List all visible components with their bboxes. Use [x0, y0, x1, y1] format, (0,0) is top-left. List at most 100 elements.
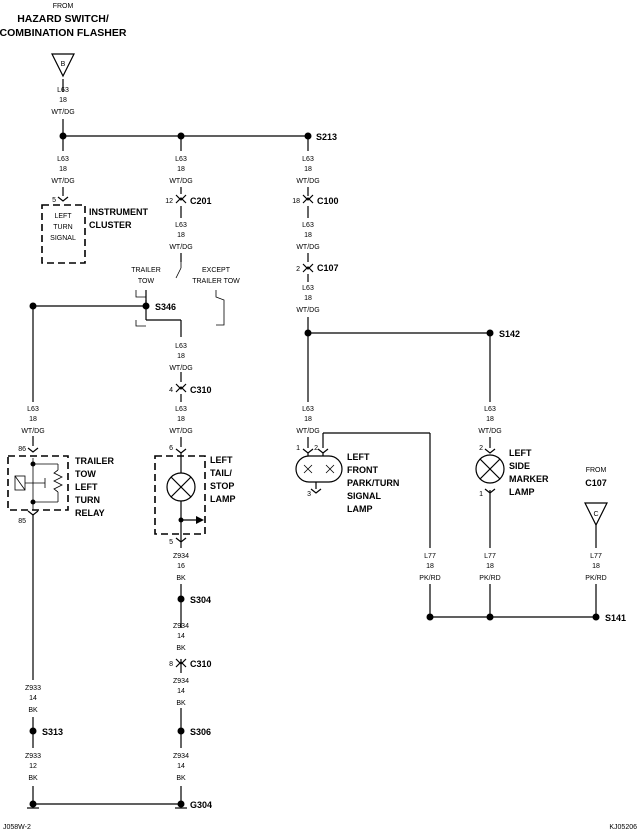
svg-text:Z933: Z933	[25, 753, 41, 760]
svg-text:18: 18	[59, 97, 67, 104]
from-source-line1: HAZARD SWITCH/	[17, 13, 109, 25]
from-label: FROM	[53, 3, 74, 10]
tail-label-2: TAIL/	[210, 468, 232, 478]
svg-text:L63: L63	[57, 87, 69, 94]
svg-text:BK: BK	[176, 575, 186, 582]
svg-text:18: 18	[486, 416, 494, 423]
svg-text:L63: L63	[175, 156, 187, 163]
svg-text:L63: L63	[175, 406, 187, 413]
svg-text:L63: L63	[57, 156, 69, 163]
svg-text:18: 18	[486, 563, 494, 570]
splice-s142: S142	[499, 329, 520, 339]
cluster-label-2: CLUSTER	[89, 220, 132, 230]
connector-c310-lower: C310	[190, 659, 212, 669]
svg-text:8: 8	[169, 661, 173, 668]
park-label-4: SIGNAL	[347, 491, 382, 501]
svg-text:14: 14	[177, 763, 185, 770]
svg-text:WT/DG: WT/DG	[21, 428, 44, 435]
cluster-inner-3: SIGNAL	[50, 235, 76, 242]
connector-c107: C107	[317, 263, 339, 273]
park-lamp-bulb	[295, 453, 343, 489]
svg-text:2: 2	[479, 445, 483, 452]
side-label-3: MARKER	[509, 474, 549, 484]
from-connector-b	[51, 53, 75, 78]
cluster-label-1: INSTRUMENT	[89, 207, 148, 217]
svg-text:Z933: Z933	[25, 685, 41, 692]
svg-text:18: 18	[592, 563, 600, 570]
svg-text:18: 18	[304, 295, 312, 302]
ground-g304: G304	[190, 800, 212, 810]
svg-text:PK/RD: PK/RD	[479, 575, 500, 582]
relay-internals	[14, 458, 63, 510]
svg-text:L77: L77	[590, 553, 602, 560]
splice-s306: S306	[190, 727, 211, 737]
svg-text:WT/DG: WT/DG	[296, 307, 319, 314]
tail-lamp-box	[154, 455, 206, 535]
svg-text:WT/DG: WT/DG	[169, 178, 192, 185]
side-marker-bulb	[475, 454, 505, 484]
option-braces	[135, 262, 225, 327]
tail-lamp-bulb	[166, 453, 204, 538]
footer-right: KJ05206	[609, 824, 637, 831]
trailer-tow-label-1: TRAILER	[131, 267, 161, 274]
from-c107-name: C107	[585, 478, 607, 488]
park-label-5: LAMP	[347, 504, 373, 514]
svg-text:18: 18	[304, 416, 312, 423]
relay-label-3: LEFT	[75, 482, 98, 492]
svg-text:BK: BK	[28, 707, 38, 714]
from-connector-c	[584, 502, 608, 527]
pin-numbers: 5 12 18 2 4 86 85 6 5 1 2 3 2 1 8	[18, 197, 483, 668]
side-label-4: LAMP	[509, 487, 535, 497]
splice-dots	[29, 132, 600, 808]
svg-text:18: 18	[304, 232, 312, 239]
svg-text:18: 18	[177, 416, 185, 423]
from-source-line2: COMBINATION FLASHER	[0, 27, 127, 39]
svg-text:5: 5	[52, 197, 56, 204]
svg-text:WT/DG: WT/DG	[478, 428, 501, 435]
svg-text:3: 3	[307, 491, 311, 498]
park-label-1: LEFT	[347, 452, 370, 462]
splice-s346: S346	[155, 302, 176, 312]
svg-text:WT/DG: WT/DG	[51, 178, 74, 185]
svg-text:PK/RD: PK/RD	[585, 575, 606, 582]
svg-text:L63: L63	[175, 343, 187, 350]
svg-text:18: 18	[59, 166, 67, 173]
cluster-inner-1: LEFT	[54, 213, 72, 220]
connector-c201: C201	[190, 196, 212, 206]
svg-text:Z934: Z934	[173, 623, 189, 630]
svg-text:BK: BK	[176, 775, 186, 782]
svg-text:18: 18	[426, 563, 434, 570]
svg-text:WT/DG: WT/DG	[169, 244, 192, 251]
relay-label-5: RELAY	[75, 508, 105, 518]
svg-text:18: 18	[304, 166, 312, 173]
relay-label-4: TURN	[75, 495, 100, 505]
connector-c100: C100	[317, 196, 339, 206]
relay-box	[7, 455, 69, 511]
tail-label-3: STOP	[210, 481, 234, 491]
svg-text:1: 1	[296, 445, 300, 452]
tail-label-1: LEFT	[210, 455, 233, 465]
svg-text:WT/DG: WT/DG	[51, 109, 74, 116]
svg-text:BK: BK	[176, 700, 186, 707]
svg-text:14: 14	[29, 695, 37, 702]
park-label-3: PARK/TURN	[347, 478, 399, 488]
svg-text:16: 16	[177, 563, 185, 570]
svg-text:18: 18	[29, 416, 37, 423]
svg-text:BK: BK	[176, 645, 186, 652]
svg-text:14: 14	[177, 688, 185, 695]
splice-s213: S213	[316, 132, 337, 142]
svg-text:L63: L63	[484, 406, 496, 413]
relay-label-1: TRAILER	[75, 456, 114, 466]
svg-text:18: 18	[177, 166, 185, 173]
svg-text:L63: L63	[302, 285, 314, 292]
svg-text:1: 1	[479, 491, 483, 498]
svg-text:18: 18	[292, 198, 300, 205]
cluster-inner-2: TURN	[53, 224, 72, 231]
svg-text:18: 18	[177, 353, 185, 360]
svg-text:L63: L63	[302, 222, 314, 229]
relay-label-2: TOW	[75, 469, 96, 479]
instrument-cluster-box	[41, 204, 86, 264]
tail-label-4: LAMP	[210, 494, 236, 504]
svg-text:L63: L63	[302, 406, 314, 413]
